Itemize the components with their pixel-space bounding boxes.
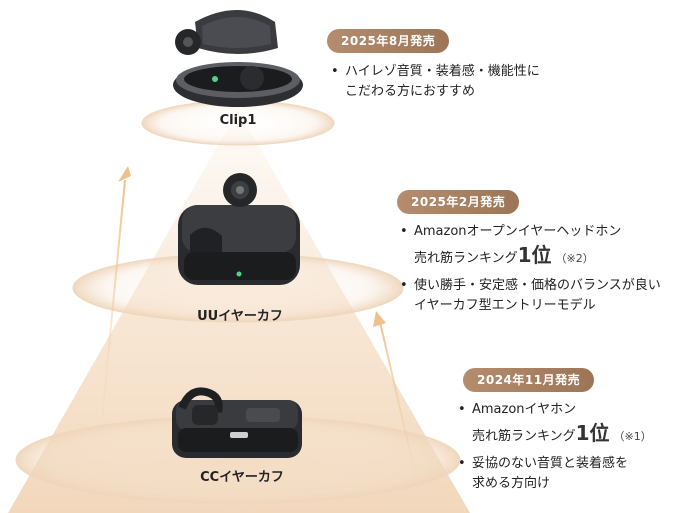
bullet: • [331,64,339,79]
product-label-clip1: Clip1 [219,113,257,128]
uu-point-line: イヤーカフ型エントリーモデル [414,298,596,313]
product-label-cc: CCイヤーカフ [200,470,284,485]
bullet: • [458,402,466,417]
clip1-product-image [173,10,303,107]
clip1-point-line: こだわる方におすすめ [345,84,476,99]
uu-ranking-category: Amazonオープンイヤーヘッドホン [414,224,622,239]
right-arrow [373,311,421,496]
uu-ranking-label: 売れ筋ランキング [414,251,518,266]
cc-product-image [172,387,302,458]
uu-ranking-note: （※2） [555,252,594,265]
cc-point-line: 求める方向け [472,476,551,491]
cc-ranking-note: （※1） [613,430,652,443]
cc-ranking-category: Amazonイヤホン [472,402,577,417]
release-badge-uu: 2025年2月発売 [397,190,520,214]
uu-point-line: 使い勝手・安定感・価格のバランスが良い [414,278,661,293]
release-badge-clip1: 2025年8月発売 [327,29,450,53]
bullet: • [458,456,466,471]
description-clip1: • ハイレゾ音質・装着感・機能性に こだわる方におすすめ [331,62,540,102]
bullet: • [400,224,408,239]
cc-ranking-label: 売れ筋ランキング [472,429,576,444]
uu-product-image [178,173,300,285]
cc-ranking-rank: 1位 [575,421,610,445]
clip1-point-line: ハイレゾ音質・装着感・機能性に [345,64,540,79]
uu-ranking-rank: 1位 [517,243,552,267]
description-uu: • Amazonオープンイヤーヘッドホン 売れ筋ランキング1位（※2） • 使い勝手… [400,222,661,316]
left-arrow [99,166,131,441]
bullet: • [400,278,408,293]
release-badge-cc: 2024年11月発売 [463,368,595,392]
product-label-uu: UUイヤーカフ [197,309,283,324]
description-cc: • Amazonイヤホン 売れ筋ランキング1位（※1） • 妥協のない音質と装着感を… [458,400,652,494]
cc-point-line: 妥協のない音質と装着感を [472,456,629,471]
